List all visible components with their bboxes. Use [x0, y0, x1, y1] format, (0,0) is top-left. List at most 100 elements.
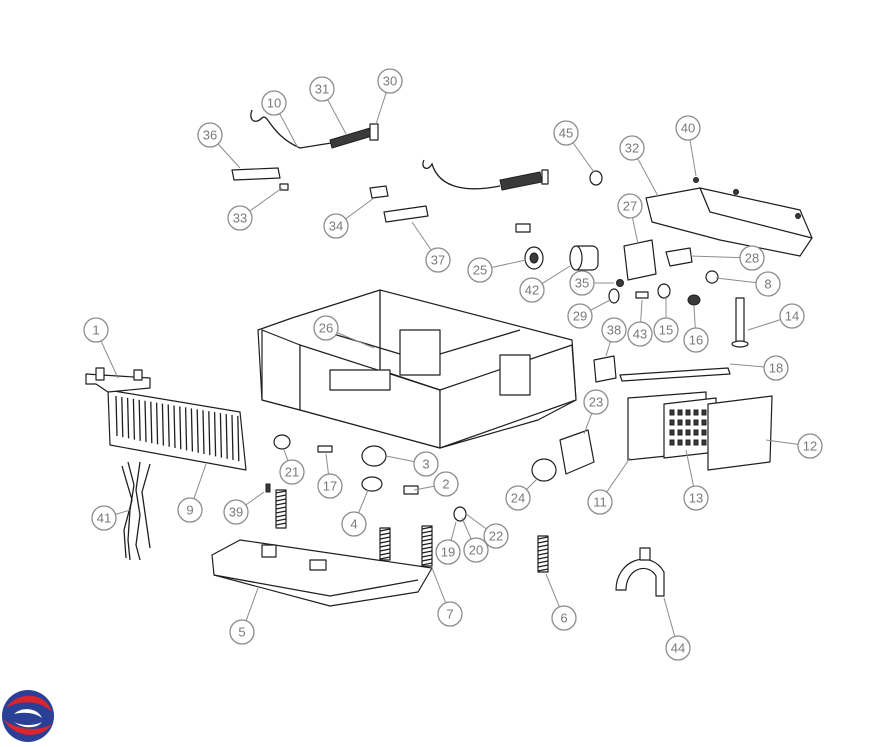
callout-number: 38: [607, 323, 621, 338]
grille-slat: [179, 406, 182, 450]
leader-line-44: [663, 597, 676, 637]
thread-line: [537, 536, 549, 540]
board-chip: [701, 439, 707, 446]
thread-line: [275, 510, 287, 514]
thread-line: [421, 542, 433, 546]
small-components: [524, 170, 749, 383]
board-chip: [685, 419, 691, 426]
callout-circle: [435, 539, 461, 565]
callout-number: 13: [689, 491, 703, 506]
callout-circle: [551, 605, 577, 631]
callout-18: 18: [763, 355, 789, 381]
callout-number: 15: [659, 323, 673, 338]
callout-number: 37: [431, 253, 445, 268]
thread-line: [275, 490, 287, 494]
thread-line: [275, 522, 287, 526]
callout-circle: [653, 317, 679, 343]
callout-circle: [627, 321, 653, 347]
leader-line-24: [526, 477, 539, 490]
leader-line-16: [693, 305, 696, 329]
callout-circle: [227, 205, 253, 231]
callout-number: 42: [525, 283, 539, 298]
callout-number: 41: [97, 511, 111, 526]
thread-line: [421, 562, 433, 566]
callout-33: 33: [227, 205, 253, 231]
leader-line-4: [358, 489, 369, 514]
grille-slat: [190, 408, 194, 452]
grille-slat: [167, 404, 170, 447]
leader-line-30: [375, 92, 387, 125]
callout-number: 10: [267, 96, 281, 111]
callout-number: 9: [186, 503, 193, 518]
callout-43: 43: [627, 321, 653, 347]
grille-slat: [202, 410, 205, 455]
board-chip: [669, 409, 675, 416]
leader-line-45: [572, 142, 595, 173]
leader-line-28: [689, 255, 741, 259]
callout-number: 40: [681, 121, 695, 136]
callout-circle: [553, 120, 579, 146]
callout-circle: [177, 497, 203, 523]
grille-slat: [237, 415, 240, 462]
leader-line-38: [605, 341, 611, 357]
callout-number: 26: [319, 321, 333, 336]
leader-line-21: [283, 449, 289, 461]
callout-circle: [601, 317, 627, 343]
callout-number: 12: [803, 439, 817, 454]
callout-circle: [413, 451, 439, 477]
callout-number: 20: [469, 543, 483, 558]
base-tray: [211, 539, 433, 607]
thread-line: [421, 550, 433, 554]
thread-line: [537, 544, 549, 548]
callout-21: 21: [279, 459, 305, 485]
callout-12: 12: [797, 433, 823, 459]
callout-2: 2: [433, 471, 459, 497]
board-chip: [693, 429, 699, 436]
callout-circle: [91, 505, 117, 531]
callout-31: 31: [309, 76, 335, 102]
leader-line-20: [461, 517, 472, 540]
board-chip: [693, 419, 699, 426]
callout-circle: [437, 601, 463, 627]
thread-line: [379, 536, 391, 540]
leader-line-11: [606, 457, 631, 493]
callout-5: 5: [229, 619, 255, 645]
grille-slat: [231, 414, 234, 461]
callout-26: 26: [313, 315, 339, 341]
grille-slat: [126, 397, 130, 439]
callout-number: 27: [623, 199, 637, 214]
callout-number: 44: [671, 641, 685, 656]
callout-number: 43: [633, 327, 647, 342]
callout-circle: [261, 90, 287, 116]
thread-line: [379, 548, 391, 552]
callout-23: 23: [583, 389, 609, 415]
leader-line-12: [765, 439, 799, 445]
callout-4: 4: [341, 511, 367, 537]
callout-circle: [755, 271, 781, 297]
callout-circle: [341, 511, 367, 537]
front-grille: [107, 389, 247, 471]
thread-line: [537, 564, 549, 568]
leader-line-37: [411, 221, 432, 251]
grille-slat: [219, 413, 223, 458]
thread-line: [379, 544, 391, 548]
brand-swirl-icon: [2, 690, 54, 742]
callout-29: 29: [567, 303, 593, 329]
callout-number: 6: [560, 611, 567, 626]
callout-number: 31: [315, 82, 329, 97]
thread-line: [537, 552, 549, 556]
callout-7: 7: [437, 601, 463, 627]
callout-number: 1: [92, 323, 99, 338]
callout-circle: [505, 485, 531, 511]
thread-line: [275, 514, 287, 518]
callout-number: 35: [575, 276, 589, 291]
callout-number: 3: [422, 457, 429, 472]
thread-line: [537, 548, 549, 552]
board-chip: [669, 419, 675, 426]
callout-number: 32: [625, 141, 639, 156]
callout-16: 16: [683, 327, 709, 353]
callout-32: 32: [619, 135, 645, 161]
callout-number: 2: [442, 477, 449, 492]
thread-line: [379, 552, 391, 556]
